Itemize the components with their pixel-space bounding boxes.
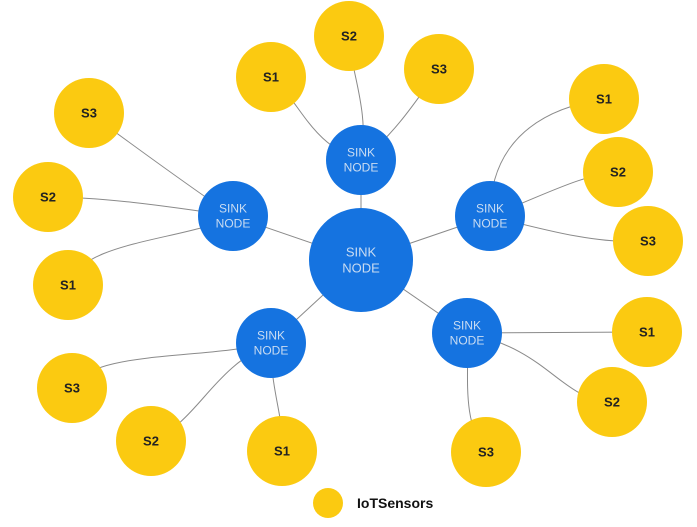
sensor-bottom-left-s2: S2 bbox=[116, 406, 186, 476]
sink-node-left-label-line-2: NODE bbox=[216, 217, 251, 231]
sensor-top-s2: S2 bbox=[314, 1, 384, 71]
sensor-left-s1: S1 bbox=[33, 250, 103, 320]
sensor-left-s3: S3 bbox=[54, 78, 124, 148]
sink-node-right-label-line-2: NODE bbox=[473, 217, 508, 231]
sensor-circle bbox=[583, 137, 653, 207]
sensor-circle bbox=[613, 206, 683, 276]
sensor-label: S1 bbox=[274, 444, 290, 459]
sink-node-bottom-right-label-line-1: SINK bbox=[453, 319, 481, 333]
sink-node-top-label-line-2: NODE bbox=[344, 161, 379, 175]
sensor-circle bbox=[33, 250, 103, 320]
sensor-circle bbox=[612, 297, 682, 367]
sensor-circle bbox=[37, 353, 107, 423]
sensor-label: S3 bbox=[64, 381, 80, 396]
sensor-circle bbox=[314, 1, 384, 71]
sensor-bottom-right-s3: S3 bbox=[451, 417, 521, 487]
sink-node-left-circle bbox=[198, 181, 268, 251]
sensor-right-s1: S1 bbox=[569, 64, 639, 134]
nodes-layer: S1S2S3S3S2S1S1S2S3S3S2S1S1S2S3SINKNODESI… bbox=[13, 1, 683, 487]
sensor-right-s3: S3 bbox=[613, 206, 683, 276]
sink-node-right-label-line-1: SINK bbox=[476, 202, 504, 216]
sensor-circle bbox=[247, 416, 317, 486]
central-sink-node-label-line-1: SINK bbox=[346, 245, 377, 260]
sensor-bottom-left-s1: S1 bbox=[247, 416, 317, 486]
sink-node-bottom-right-label-line-2: NODE bbox=[450, 334, 485, 348]
sensor-label: S1 bbox=[60, 278, 76, 293]
sensor-label: S1 bbox=[263, 70, 279, 85]
sensor-bottom-left-s3: S3 bbox=[37, 353, 107, 423]
sensor-label: S3 bbox=[640, 234, 656, 249]
sensor-label: S2 bbox=[610, 165, 626, 180]
sink-node-bottom-left-label-line-2: NODE bbox=[254, 344, 289, 358]
sensor-label: S2 bbox=[143, 434, 159, 449]
legend-swatch-icon bbox=[313, 488, 343, 518]
sensor-label: S3 bbox=[431, 62, 447, 77]
sink-node-top-label-line-1: SINK bbox=[347, 146, 375, 160]
sink-node-bottom-right-circle bbox=[432, 298, 502, 368]
sensor-top-s3: S3 bbox=[404, 34, 474, 104]
sink-node-bottom-left-circle bbox=[236, 308, 306, 378]
sensor-top-s1: S1 bbox=[236, 42, 306, 112]
legend: IoTSensors bbox=[313, 488, 433, 518]
sensor-label: S1 bbox=[639, 325, 655, 340]
sensor-label: S2 bbox=[40, 190, 56, 205]
sensor-circle bbox=[404, 34, 474, 104]
sink-node-left-label-line-1: SINK bbox=[219, 202, 247, 216]
sensor-circle bbox=[451, 417, 521, 487]
sensor-circle bbox=[236, 42, 306, 112]
sensor-circle bbox=[54, 78, 124, 148]
sensor-bottom-right-s1: S1 bbox=[612, 297, 682, 367]
sensor-circle bbox=[569, 64, 639, 134]
sensor-right-s2: S2 bbox=[583, 137, 653, 207]
central-sink-node-label-line-2: NODE bbox=[342, 261, 380, 276]
sensor-label: S3 bbox=[478, 445, 494, 460]
sink-node-top-circle bbox=[326, 125, 396, 195]
sensor-label: S2 bbox=[604, 395, 620, 410]
sensor-label: S1 bbox=[596, 92, 612, 107]
legend-label: IoTSensors bbox=[357, 495, 433, 511]
sink-node-bottom-left-label-line-1: SINK bbox=[257, 329, 285, 343]
sensor-bottom-right-s2: S2 bbox=[577, 367, 647, 437]
central-sink-node-circle bbox=[309, 208, 413, 312]
sensor-circle bbox=[577, 367, 647, 437]
sensor-label: S3 bbox=[81, 106, 97, 121]
sensor-circle bbox=[116, 406, 186, 476]
sensor-left-s2: S2 bbox=[13, 162, 83, 232]
sink-node-right-circle bbox=[455, 181, 525, 251]
sensor-label: S2 bbox=[341, 29, 357, 44]
sensor-circle bbox=[13, 162, 83, 232]
